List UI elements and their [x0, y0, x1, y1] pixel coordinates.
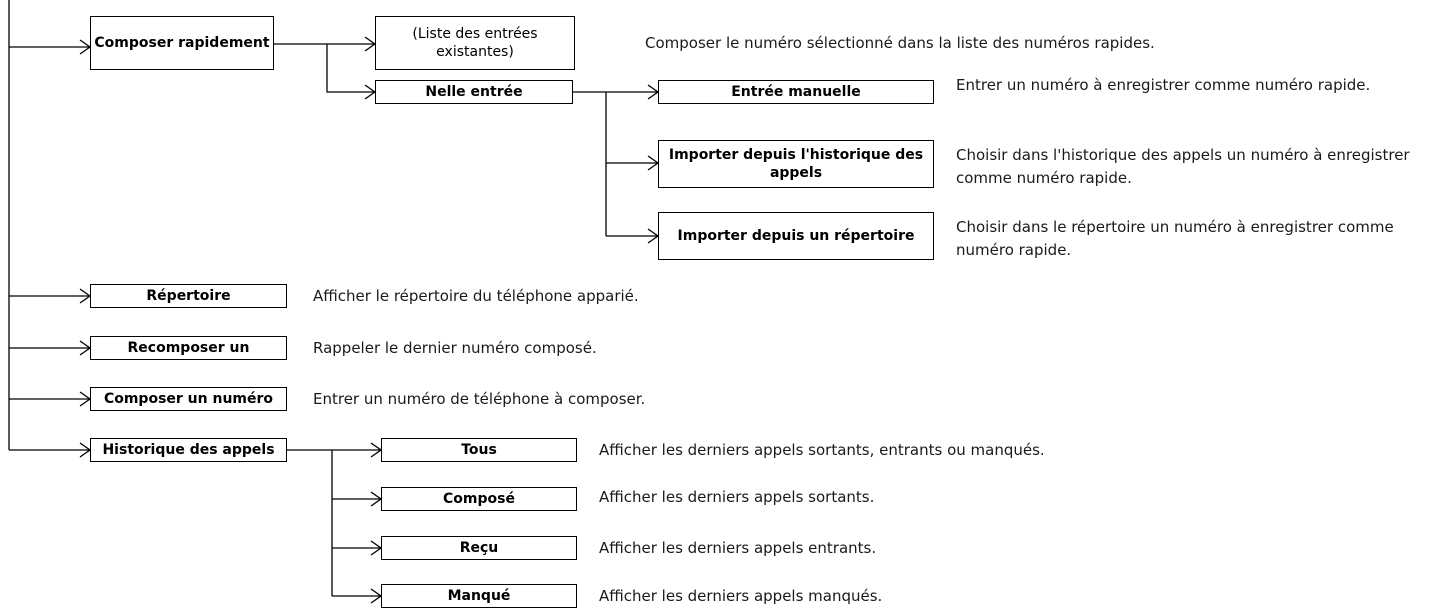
connector-existing-entries	[274, 36, 377, 52]
desc-dial-number: Entrer un numéro de téléphone à composer…	[313, 390, 646, 408]
node-history-received[interactable]: Reçu	[381, 536, 577, 560]
node-history-missed-label: Manqué	[447, 588, 511, 604]
node-new-entry[interactable]: Nelle entrée	[375, 80, 573, 104]
connector-received	[332, 540, 383, 556]
node-redial-label: Recomposer un	[127, 340, 250, 356]
connector-call-history	[9, 442, 92, 458]
node-history-all-label: Tous	[461, 442, 497, 458]
node-new-entry-label: Nelle entrée	[425, 84, 523, 100]
desc-phonebook: Afficher le répertoire du téléphone appa…	[313, 287, 639, 305]
node-history-dialed[interactable]: Composé	[381, 487, 577, 511]
connector-all	[287, 442, 383, 458]
node-history-dialed-label: Composé	[443, 491, 515, 507]
node-import-phonebook[interactable]: Importer depuis un répertoire	[658, 212, 934, 260]
node-import-history-label: Importer depuis l'historique des appels	[668, 147, 924, 181]
connector-redial	[9, 340, 92, 356]
node-history-missed[interactable]: Manqué	[381, 584, 577, 608]
node-dial-number[interactable]: Composer un numéro	[90, 387, 287, 411]
node-import-phonebook-label: Importer depuis un répertoire	[677, 228, 915, 244]
node-existing-entries-label: (Liste des entrées existantes)	[412, 26, 538, 60]
connector-manual	[573, 84, 660, 100]
connector-import-history	[606, 155, 660, 171]
desc-history-all: Afficher les derniers appels sortants, e…	[599, 441, 1045, 459]
connector-missed	[332, 588, 383, 604]
desc-existing-entries: Composer le numéro sélectionné dans la l…	[645, 34, 1155, 52]
node-phonebook-label: Répertoire	[146, 288, 231, 304]
desc-import-phonebook: Choisir dans le répertoire un numéro à e…	[956, 218, 1394, 259]
desc-history-dialed: Afficher les derniers appels sortants.	[599, 488, 875, 506]
connector-dialed	[332, 491, 383, 507]
node-redial[interactable]: Recomposer un	[90, 336, 287, 360]
node-phonebook[interactable]: Répertoire	[90, 284, 287, 308]
node-call-history[interactable]: Historique des appels	[90, 438, 287, 462]
connector-phonebook	[9, 288, 92, 304]
desc-history-received: Afficher les derniers appels entrants.	[599, 539, 877, 557]
node-existing-entries[interactable]: (Liste des entrées existantes)	[375, 16, 575, 70]
node-manual-entry-label: Entrée manuelle	[731, 84, 861, 100]
desc-history-missed: Afficher les derniers appels manqués.	[599, 587, 883, 605]
node-history-received-label: Reçu	[459, 540, 499, 556]
desc-redial: Rappeler le dernier numéro composé.	[313, 339, 597, 357]
connector-dial-number	[9, 391, 92, 407]
node-history-all[interactable]: Tous	[381, 438, 577, 462]
node-speed-dial[interactable]: Composer rapidement	[90, 16, 274, 70]
node-import-history[interactable]: Importer depuis l'historique des appels	[658, 140, 934, 188]
desc-import-history: Choisir dans l'historique des appels un …	[956, 146, 1410, 187]
node-manual-entry[interactable]: Entrée manuelle	[658, 80, 934, 104]
connector-import-phonebook	[606, 228, 660, 244]
node-dial-number-label: Composer un numéro	[103, 391, 274, 407]
node-speed-dial-label: Composer rapidement	[94, 35, 270, 51]
node-call-history-label: Historique des appels	[102, 442, 275, 458]
desc-manual-entry: Entrer un numéro à enregistrer comme num…	[956, 76, 1371, 94]
connector-speed-dial	[9, 39, 92, 55]
branch-speed-dial	[326, 44, 377, 100]
